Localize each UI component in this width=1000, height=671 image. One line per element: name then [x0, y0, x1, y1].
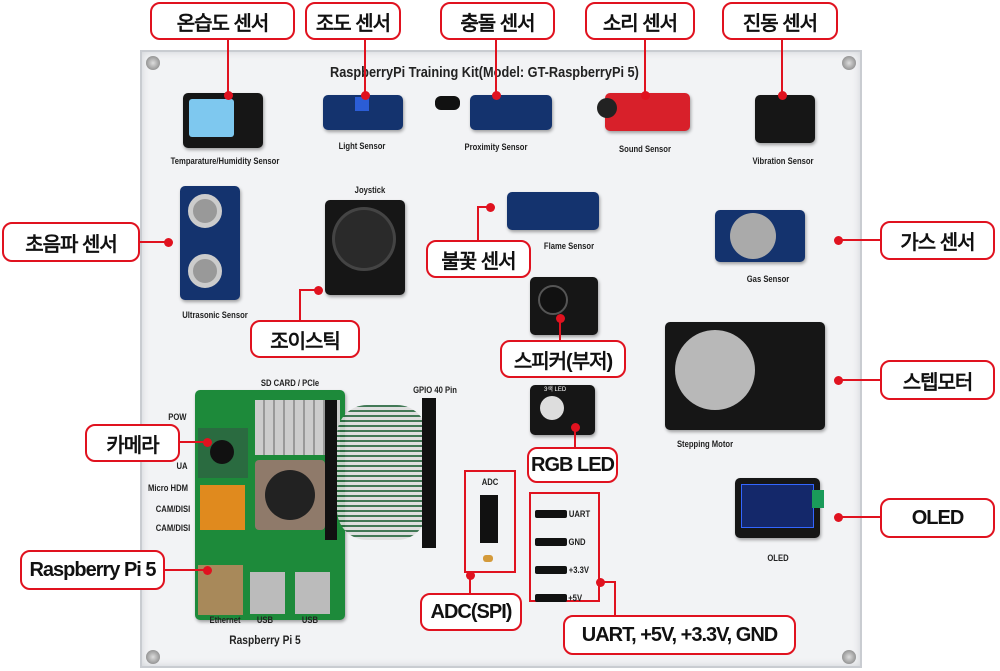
usb-label: USB [256, 615, 274, 625]
ethernet-label: Ethernet [209, 615, 241, 625]
micro-hdmi-label: Micro HDM [148, 483, 188, 493]
callout-flame: 불꽃 센서 [426, 240, 531, 278]
raspberry-pi-label: Raspberry Pi 5 [229, 633, 301, 647]
callout-dot [833, 375, 843, 385]
vibration-sensor-label: Vibration Sensor [752, 156, 814, 166]
callout-dot [313, 285, 323, 295]
temp-humidity-label: Temparature/Humidity Sensor [170, 156, 280, 166]
gpio-header-pi [325, 400, 337, 540]
adc-box [464, 470, 516, 573]
pin-5v: +5V [568, 593, 583, 603]
callout-dot [570, 422, 580, 432]
screw [842, 650, 856, 664]
callout-joystick: 조이스틱 [250, 320, 360, 358]
callout-raspberry-pi: Raspberry Pi 5 [20, 550, 165, 590]
callout-dot [833, 235, 843, 245]
callout-dot [360, 90, 370, 100]
callout-light: 조도 센서 [305, 2, 401, 40]
callout-adc: ADC(SPI) [420, 593, 522, 631]
sd-card-label: SD CARD / PCIe [260, 378, 320, 388]
power-pin-list: UART GND +3.3V +5V [535, 500, 592, 612]
ultrasonic-module [180, 186, 240, 300]
ir-led [435, 96, 460, 110]
callout-speaker: 스피커(부저) [500, 340, 626, 378]
pin-gnd: GND [568, 537, 586, 547]
callout-dot [163, 237, 173, 247]
rgb-led-chip-label: 3색 LED [544, 387, 567, 393]
usb-port [250, 572, 285, 614]
callout-sound: 소리 센서 [585, 2, 695, 40]
stepping-motor-module [665, 322, 825, 430]
ultrasonic-label: Ultrasonic Sensor [182, 310, 248, 320]
uart-side-label: UA [176, 461, 188, 471]
oled-tab [812, 490, 824, 508]
sound-sensor-label: Sound Sensor [619, 144, 671, 154]
pin-uart: UART [568, 509, 591, 519]
oled-label: OLED [767, 553, 789, 563]
proximity-sensor-label: Proximity Sensor [464, 142, 528, 152]
callout-stepper: 스텝모터 [880, 360, 995, 400]
light-sensor-label: Light Sensor [338, 141, 386, 151]
cooling-fan [255, 460, 325, 530]
camera-module [198, 428, 248, 478]
oled-module [735, 478, 820, 538]
gpio-header-breakout [422, 398, 436, 548]
callout-dot [777, 90, 787, 100]
proximity-sensor-module [470, 95, 552, 130]
cam-disi-label: CAM/DISI [155, 523, 191, 533]
cam-disi-label: CAM/DISI [155, 504, 191, 514]
ribbon-cable [337, 405, 427, 540]
camera-ribbon [200, 485, 245, 530]
vibration-sensor-module [755, 95, 815, 143]
rgb-led-module: 3색 LED [530, 385, 595, 435]
callout-dot [640, 90, 650, 100]
joystick-label: Joystick [354, 185, 386, 195]
light-sensor-module [323, 95, 403, 130]
temp-humidity-module [183, 93, 263, 148]
callout-camera: 카메라 [85, 424, 180, 462]
adc-label: ADC [481, 477, 499, 487]
screw [146, 56, 160, 70]
flame-sensor-label: Flame Sensor [543, 241, 595, 251]
callout-dot [202, 437, 212, 447]
callout-dot [465, 570, 475, 580]
callout-dot [491, 90, 501, 100]
adc-chip [480, 495, 498, 543]
crystal [483, 555, 493, 562]
callout-collision: 충돌 센서 [440, 2, 555, 40]
microphone [597, 98, 617, 118]
screw [146, 650, 160, 664]
power-label: POW [168, 412, 187, 422]
screw [842, 56, 856, 70]
gpio-label: GPIO 40 Pin [413, 385, 457, 395]
callout-temp-humidity: 온습도 센서 [150, 2, 295, 40]
callout-dot [485, 202, 495, 212]
callout-vibration: 진동 센서 [722, 2, 838, 40]
callout-gas: 가스 센서 [880, 221, 995, 260]
callout-power: UART, +5V, +3.3V, GND [563, 615, 796, 655]
pin-3v3: +3.3V [568, 565, 589, 575]
callout-ultrasonic: 초음파 센서 [2, 222, 140, 262]
callout-oled: OLED [880, 498, 995, 538]
joystick-module [325, 200, 405, 295]
usb-label: USB [301, 615, 319, 625]
callout-rgb-led: RGB LED [527, 447, 618, 483]
flame-sensor-module [507, 192, 599, 230]
buzzer-module [530, 277, 598, 335]
callout-dot [223, 90, 233, 100]
callout-dot [202, 565, 212, 575]
usb-port [295, 572, 330, 614]
stepping-motor-label: Stepping Motor [676, 439, 734, 449]
callout-dot [595, 577, 605, 587]
callout-dot [555, 313, 565, 323]
gas-sensor-module [715, 210, 805, 262]
board-title: RaspberryPi Training Kit(Model: GT-Raspb… [330, 64, 639, 81]
callout-dot [833, 512, 843, 522]
gas-sensor-label: Gas Sensor [746, 274, 790, 284]
